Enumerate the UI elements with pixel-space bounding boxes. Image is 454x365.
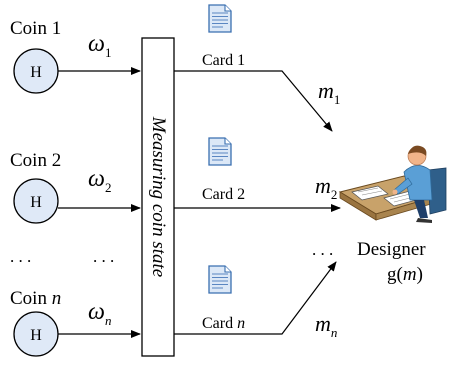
omega-n: ωn [88,299,111,328]
card-2-label: Card 2 [202,186,245,203]
coin-2-label: Coin 2 [10,150,61,171]
coin-1-face: H [30,64,42,81]
card-1-icon [208,4,232,33]
coin-n-face: H [30,327,42,344]
coin-n-label: Coin n [10,288,61,309]
card-1-label: Card 1 [202,52,245,69]
card-n-label: Card n [202,315,245,332]
ellipsis-left: . . . [10,247,31,266]
designer-icon [338,145,447,223]
measuring-box-label: Measuring coin state [148,116,169,277]
designer-label: Designer [357,239,426,260]
ellipsis-middle: . . . [93,247,114,266]
card-1-arrow [174,70,333,132]
coin-2-face: H [30,194,42,211]
card-n-arrow [174,261,337,335]
message-n: mn [315,311,337,340]
card-n-icon [208,265,232,294]
coin-2-circle [13,178,59,224]
card-2-icon [208,137,232,166]
designer-function: g(m) [387,264,423,285]
message-2: m2 [315,173,337,202]
measuring-box [141,37,175,357]
message-1: m1 [318,78,340,107]
omega-2: ω2 [88,166,111,195]
coin-1-label: Coin 1 [10,18,61,39]
omega-1: ω1 [88,31,111,60]
ellipsis-right: . . . [312,240,333,259]
